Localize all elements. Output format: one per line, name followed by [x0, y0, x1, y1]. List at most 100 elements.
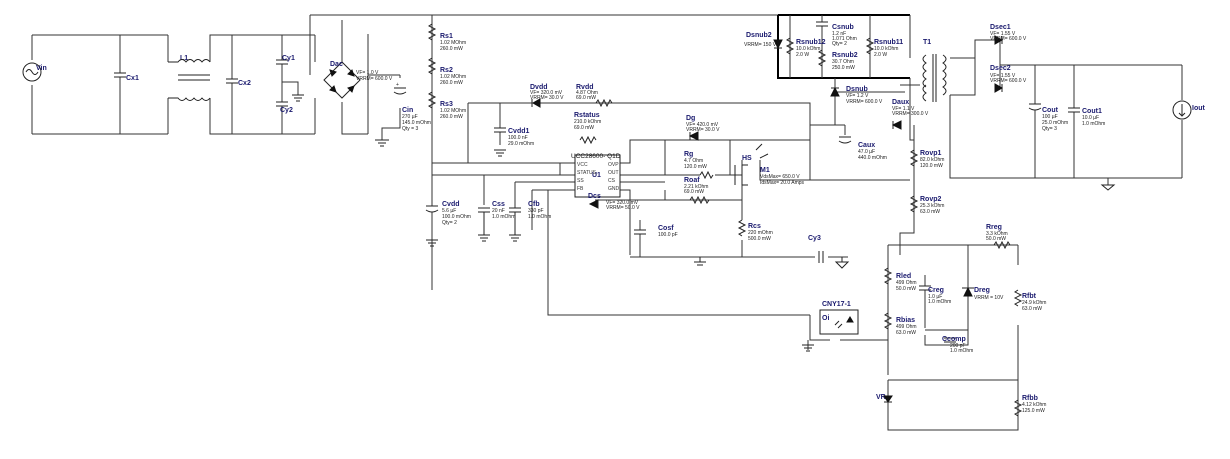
dcs-value-1: VF= 320.0 mV: [606, 200, 639, 206]
cy2-ref: Cy2: [280, 107, 293, 114]
rcs-ref: Rcs: [748, 223, 761, 230]
cy1-ref: Cy1: [282, 55, 295, 62]
roaf-ref: Roaf: [684, 177, 700, 184]
creg-capacitor: Creg 1.0 µF 1.0 mOhm: [919, 285, 951, 305]
rovp1-resistor: Rovp1 82.0 kOhm 120.0 mW: [909, 149, 944, 169]
roaf-resistor: Roaf 2.21 kOhm 69.0 mW: [684, 177, 710, 205]
rs2-value-2: 260.0 mW: [440, 80, 463, 86]
rvdd-resistor: Rvdd 4.87 Ohm 69.0 mW: [576, 84, 613, 108]
rovp2-value-2: 63.0 mW: [920, 209, 940, 215]
u1-pin-ovp: OVP: [608, 162, 619, 168]
rsnub2-resistor: Rsnub2 30.7 Ohm 250.0 mW: [817, 49, 858, 71]
ground-symbol: [375, 139, 389, 147]
rs1-value-1: 1.02 MOhm: [440, 40, 466, 46]
dsec2-ref: Dsec2: [990, 65, 1011, 72]
rreg-resistor: Rreg 3.3 kOhm 50.0 mW: [986, 224, 1011, 250]
cvdd-capacitor: Cvdd 5.6 µF 100.0 mOhm Qty= 2: [425, 201, 471, 247]
csnub-capacitor: Csnub 1.2 nF 1.071 Ohm Qty= 2: [816, 21, 857, 47]
css-ref: Css: [492, 201, 505, 208]
u1-controller-ic: UCC28600- Q1D U1 VCC STATUS SS FB OVP OU…: [571, 153, 621, 198]
cout-ref: Cout: [1042, 107, 1059, 114]
rs3-ref: Rs3: [440, 101, 453, 108]
cvdd1-ref: Cvdd1: [508, 128, 530, 135]
csnub-value-3: Qty= 2: [832, 41, 847, 47]
cosf-capacitor: Cosf 100.0 pF: [634, 225, 678, 238]
vin-ref: Vin: [36, 65, 47, 72]
dsec1-diode: Dsec1 VF= 1.55 V VRRM= 600.0 V: [990, 24, 1027, 45]
dg-value-1: VF= 420.0 mV: [686, 122, 719, 128]
dsnub2-ref: Dsnub2: [746, 32, 772, 39]
cvdd-value-3: Qty= 2: [442, 220, 457, 226]
daux-value-2: VRRM= 300.0 V: [892, 111, 929, 117]
dsec2-value-1: VF= 1.55 V: [990, 73, 1016, 79]
rovp2-value-1: 25.3 kOhm: [920, 203, 944, 209]
rs1-value-2: 260.0 mW: [440, 46, 463, 52]
cout1-capacitor: Cout1 10.0 µF 1.0 mOhm: [1068, 107, 1105, 127]
rovp1-value-1: 82.0 kOhm: [920, 157, 944, 163]
cvdd-ref: Cvdd: [442, 201, 460, 208]
rreg-value-1: 3.3 kOhm: [986, 231, 1008, 237]
cfb-value-1: 330 pF: [528, 208, 544, 214]
rfbt-resistor: Rfbt 24.9 kOhm 63.0 mW: [1013, 289, 1046, 312]
rbias-ref: Rbias: [896, 317, 915, 324]
rsnub2-value-1: 30.7 Ohm: [832, 59, 854, 65]
cny-sub: Oi: [822, 315, 829, 322]
rled-resistor: Rled 499 Ohm 50.0 mW: [883, 267, 917, 292]
optocoupler: CNY17-1 Oi: [802, 301, 859, 352]
m1-value-2: IdsMax= 20.0 Amps: [760, 180, 805, 186]
cy2-capacitor: Cy2: [276, 101, 293, 114]
cfb-capacitor: Cfb 330 pF 1.0 mOhm: [509, 201, 551, 242]
cvdd1-value-1: 100.0 nF: [508, 135, 528, 141]
rs3-value-1: 1.02 MOhm: [440, 108, 466, 114]
cy3-ref: Cy3: [808, 235, 821, 242]
dvdd-value-2: VRRM= 30.0 V: [530, 95, 564, 101]
caux-value-1: 47.0 µF: [858, 149, 875, 155]
rsnub2-value-2: 250.0 mW: [832, 65, 855, 71]
rovp1-ref: Rovp1: [920, 150, 942, 157]
rreg-ref: Rreg: [986, 224, 1002, 231]
rsnub12-resistor: Rsnub12 10.0 kOhm 2.0 W: [785, 37, 826, 58]
dsnub2-value-1: VRRM= 150 V: [744, 42, 777, 48]
dac-ref: Dac: [330, 61, 343, 68]
rovp2-ref: Rovp2: [920, 196, 942, 203]
l1-choke: L1: [168, 55, 211, 101]
cny-ref: CNY17-1: [822, 301, 851, 308]
m1-value-1: VdsMax= 650.0 V: [760, 174, 800, 180]
t1-ref: T1: [923, 39, 931, 46]
iout-ref: Iout: [1192, 105, 1205, 112]
cin-value-1: 270 µF: [402, 114, 418, 120]
wires: [31, 14, 1183, 431]
u1-pin-out: OUT: [608, 170, 619, 176]
dsnub-value-2: VRRM= 600.0 V: [846, 99, 883, 105]
rfbb-value-1: 4.12 kOhm: [1022, 402, 1046, 408]
dcs-ref: Dcs: [588, 193, 601, 200]
creg-value-2: 1.0 mOhm: [928, 299, 951, 305]
rs2-resistor: Rs2 1.02 MOhm 260.0 mW: [427, 57, 466, 86]
css-capacitor: Css 20 nF 1.0 mOhm: [478, 201, 515, 242]
cfb-ref: Cfb: [528, 201, 540, 208]
rreg-value-2: 50.0 mW: [986, 236, 1006, 242]
cx1-capacitor: Cx1: [114, 72, 139, 82]
dvdd-diode: Dvdd VF= 320.0 mV VRRM= 30.0 V: [530, 84, 564, 108]
u1-pin-vcc: VCC: [577, 162, 588, 168]
iout-load: Iout: [1172, 100, 1205, 120]
caux-ref: Caux: [858, 142, 875, 149]
dsec1-value-2: VRRM= 600.0 V: [990, 36, 1027, 42]
m1-ref: M1: [760, 167, 770, 174]
dreg-ref: Dreg: [974, 287, 990, 294]
cvdd1-capacitor: Cvdd1 100.0 nF 29.0 mOhm: [494, 127, 534, 157]
daux-ref: Daux: [892, 99, 909, 106]
dsec1-ref: Dsec1: [990, 24, 1011, 31]
cout1-value-2: 1.0 mOhm: [1082, 121, 1105, 127]
rsnub11-value-2: 2.0 W: [874, 52, 887, 58]
dac-value-2: VRRM= 600.0 V: [356, 76, 393, 82]
css-value-1: 20 nF: [492, 208, 505, 214]
rsnub11-resistor: Rsnub11 10.0 kOhm 2.0 W: [865, 37, 903, 58]
ccomp-ref: Ccomp: [942, 336, 966, 343]
t1-transformer: T1: [922, 39, 947, 102]
rovp1-value-2: 120.0 mW: [920, 163, 943, 169]
roaf-value-2: 69.0 mW: [684, 189, 704, 195]
cvdd-value-1: 5.6 µF: [442, 208, 456, 214]
rg-ref: Rg: [684, 151, 693, 158]
rbias-value-1: 499 Ohm: [896, 324, 917, 330]
